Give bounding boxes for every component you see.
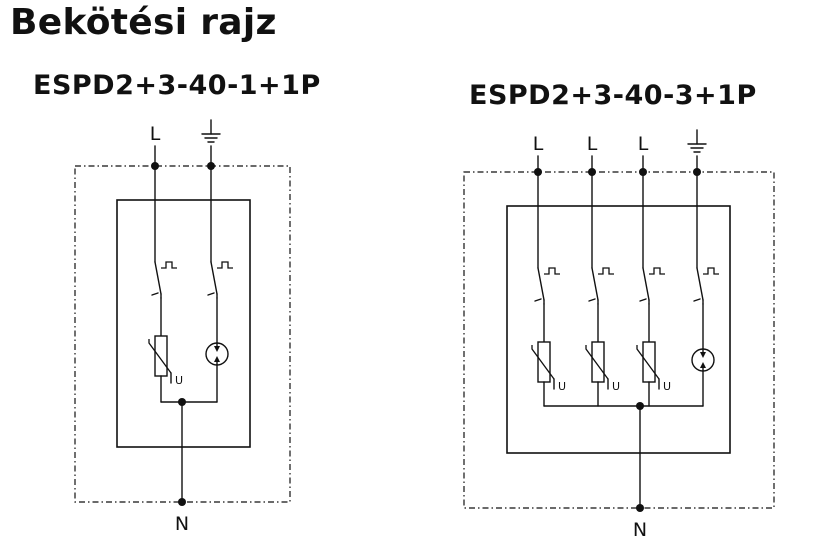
terminal-node <box>207 162 215 170</box>
varistor-label: U <box>663 380 671 393</box>
varistor-body <box>591 341 605 383</box>
terminal-label-l: L <box>150 123 161 145</box>
switch-contact <box>537 267 545 301</box>
page-title: Bekötési rajz <box>10 2 277 43</box>
switch-tick <box>151 292 159 296</box>
terminal-node <box>151 162 159 170</box>
varistor-symbol: U <box>585 341 620 393</box>
terminal-node <box>639 168 647 176</box>
spark-gap-symbol <box>691 348 715 372</box>
neutral-terminal-node <box>178 498 186 506</box>
terminal-node <box>534 168 542 176</box>
varistor-slash <box>636 345 660 380</box>
switch-symbol <box>534 267 560 302</box>
terminal-label-l: L <box>638 133 649 155</box>
disconnector-flag <box>217 261 233 269</box>
varistor-slash <box>585 345 609 380</box>
varistor-slash <box>531 345 555 380</box>
disconnector-flag <box>598 267 614 275</box>
switch-symbol <box>151 261 177 296</box>
terminal-node <box>588 168 596 176</box>
switch-tick <box>588 298 596 302</box>
varistor-slash <box>148 339 172 374</box>
switch-contact <box>642 267 650 301</box>
module-box <box>506 205 731 454</box>
module-box <box>116 199 251 448</box>
spark-gap-arrow-up <box>700 362 706 368</box>
switch-contact <box>210 261 218 295</box>
switch-contact <box>154 261 162 295</box>
switch-symbol <box>588 267 614 302</box>
disconnector-flag <box>544 267 560 275</box>
varistor-label: U <box>175 374 183 387</box>
switch-tick <box>534 298 542 302</box>
switch-contact <box>591 267 599 301</box>
earth-icon <box>687 129 707 153</box>
varistor-label: U <box>612 380 620 393</box>
varistor-symbol: U <box>636 341 671 393</box>
switch-symbol <box>639 267 665 302</box>
enclosure-outline <box>463 171 775 509</box>
disconnector-flag <box>649 267 665 275</box>
earth-icon <box>201 119 221 143</box>
terminal-node <box>693 168 701 176</box>
switch-contact <box>696 267 704 301</box>
diagram-1p: L U N <box>74 119 291 535</box>
switch-symbol <box>693 267 719 302</box>
spark-gap-symbol <box>205 342 229 366</box>
spark-gap-arrow-up <box>214 356 220 362</box>
varistor-body <box>537 341 551 383</box>
varistor-symbol: U <box>531 341 566 393</box>
varistor-body <box>154 335 168 377</box>
spark-gap-arrow-down <box>700 352 706 358</box>
diagram-title-3p: ESPD2+3-40-3+1P <box>469 80 757 111</box>
terminal-label-n: N <box>633 519 647 541</box>
disconnector-flag <box>703 267 719 275</box>
neutral-terminal-node <box>636 504 644 512</box>
diagram-3p: L U L U L U N <box>463 129 775 541</box>
terminal-label-n: N <box>175 513 189 535</box>
terminal-label-l: L <box>587 133 598 155</box>
varistor-body <box>642 341 656 383</box>
varistor-label: U <box>558 380 566 393</box>
varistor-symbol: U <box>148 335 183 387</box>
disconnector-flag <box>161 261 177 269</box>
switch-tick <box>639 298 647 302</box>
switch-symbol <box>207 261 233 296</box>
spark-gap-arrow-down <box>214 346 220 352</box>
terminal-label-l: L <box>533 133 544 155</box>
diagram-title-1p: ESPD2+3-40-1+1P <box>33 70 321 101</box>
switch-tick <box>207 292 215 296</box>
switch-tick <box>693 298 701 302</box>
